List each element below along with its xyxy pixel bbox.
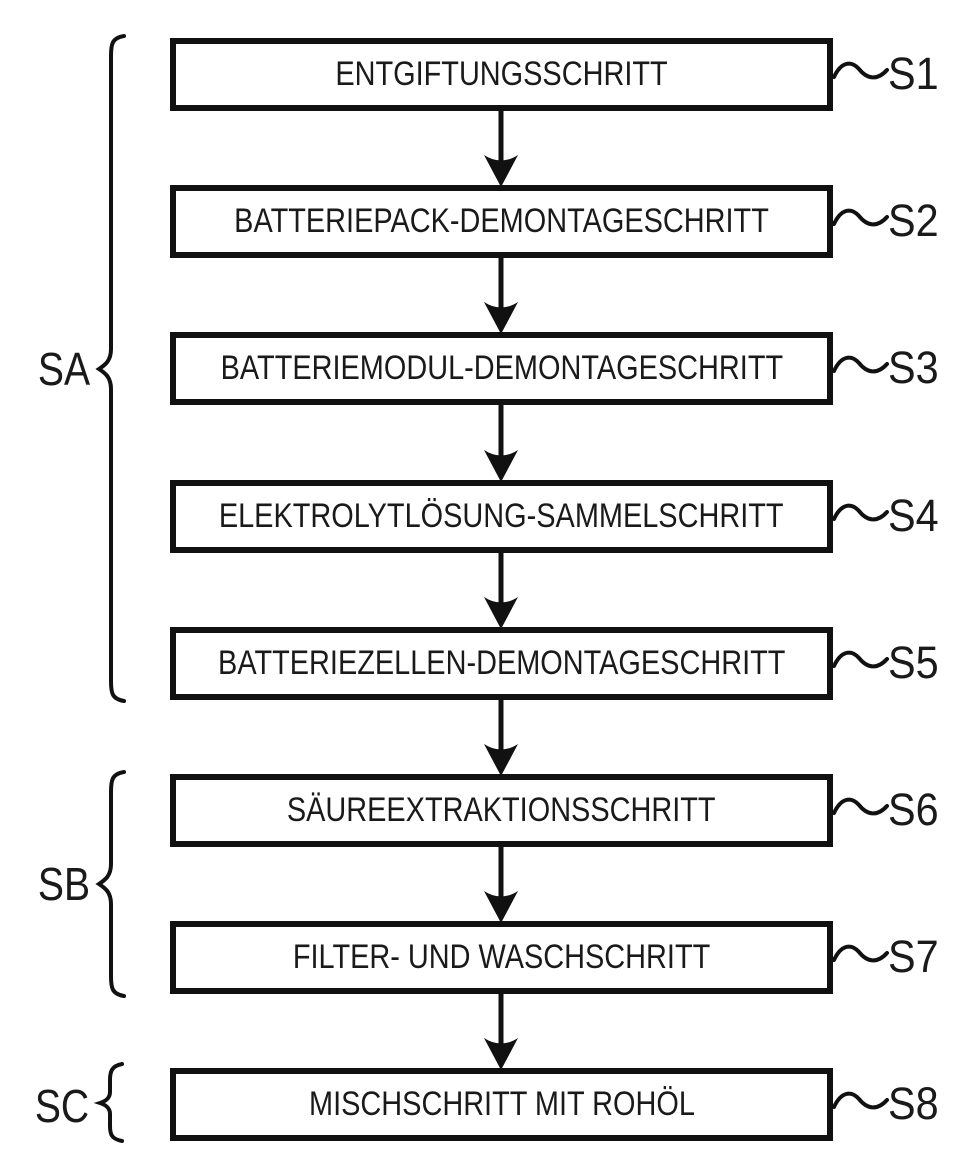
step-ref-s4: S4 <box>888 490 939 541</box>
group-brace-sc <box>93 1062 124 1143</box>
step-box-s2: BATTERIEPACK-DEMONTAGESCHRITT <box>170 185 833 258</box>
step-box-label: ENTGIFTUNGSSCHRITT <box>335 55 668 93</box>
step-box-s5: BATTERIEZELLEN-DEMONTAGESCHRITT <box>170 627 833 700</box>
group-label-sc: SC <box>34 1080 90 1132</box>
flow-arrowhead-s4-s5 <box>484 597 518 629</box>
flow-arrowhead-s2-s3 <box>484 302 518 334</box>
step-ref-s6: S6 <box>888 784 939 835</box>
step-ref-s5: S5 <box>888 637 939 688</box>
ref-squiggle-s2 <box>832 208 889 227</box>
group-label-sb: SB <box>37 858 91 910</box>
flow-arrowhead-s5-s6 <box>484 744 518 776</box>
flow-arrowhead-s3-s4 <box>484 450 518 482</box>
step-box-label: BATTERIEPACK-DEMONTAGESCHRITT <box>234 202 769 240</box>
step-box-s4: ELEKTROLYTLÖSUNG-SAMMELSCHRITT <box>170 480 833 553</box>
group-brace-sa <box>95 34 126 703</box>
step-ref-s2: S2 <box>888 195 939 246</box>
step-box-s8: MISCHSCHRITT MIT ROHÖL <box>170 1068 833 1141</box>
flow-arrowhead-s1-s2 <box>484 155 518 187</box>
ref-squiggle-s8 <box>832 1091 889 1110</box>
ref-squiggle-s1 <box>832 61 889 80</box>
step-box-s6: SÄUREEXTRAKTIONSSCHRITT <box>170 774 833 847</box>
step-ref-s7: S7 <box>888 931 939 982</box>
flow-arrowhead-s7-s8 <box>484 1038 518 1070</box>
step-ref-s3: S3 <box>888 342 939 393</box>
step-box-label: BATTERIEMODUL-DEMONTAGESCHRITT <box>220 349 783 387</box>
step-ref-s8: S8 <box>888 1078 939 1129</box>
ref-squiggle-s5 <box>832 650 889 669</box>
group-brace-sb <box>95 770 126 998</box>
step-box-s7: FILTER- UND WASCHSCHRITT <box>170 921 833 994</box>
step-box-label: FILTER- UND WASCHSCHRITT <box>292 938 711 976</box>
step-box-label: ELEKTROLYTLÖSUNG-SAMMELSCHRITT <box>219 497 784 535</box>
ref-squiggle-s4 <box>832 503 889 522</box>
step-box-label: SÄUREEXTRAKTIONSSCHRITT <box>287 791 716 829</box>
step-box-label: MISCHSCHRITT MIT ROHÖL <box>308 1085 695 1123</box>
flow-arrowhead-s6-s7 <box>484 891 518 923</box>
group-label-sa: SA <box>37 343 91 395</box>
step-ref-s1: S1 <box>888 48 939 99</box>
ref-squiggle-s6 <box>832 797 889 816</box>
ref-squiggle-s3 <box>832 355 889 374</box>
step-box-s1: ENTGIFTUNGSSCHRITT <box>170 38 833 111</box>
step-box-s3: BATTERIEMODUL-DEMONTAGESCHRITT <box>170 332 833 405</box>
step-box-label: BATTERIEZELLEN-DEMONTAGESCHRITT <box>217 644 786 682</box>
ref-squiggle-s7 <box>832 944 889 963</box>
